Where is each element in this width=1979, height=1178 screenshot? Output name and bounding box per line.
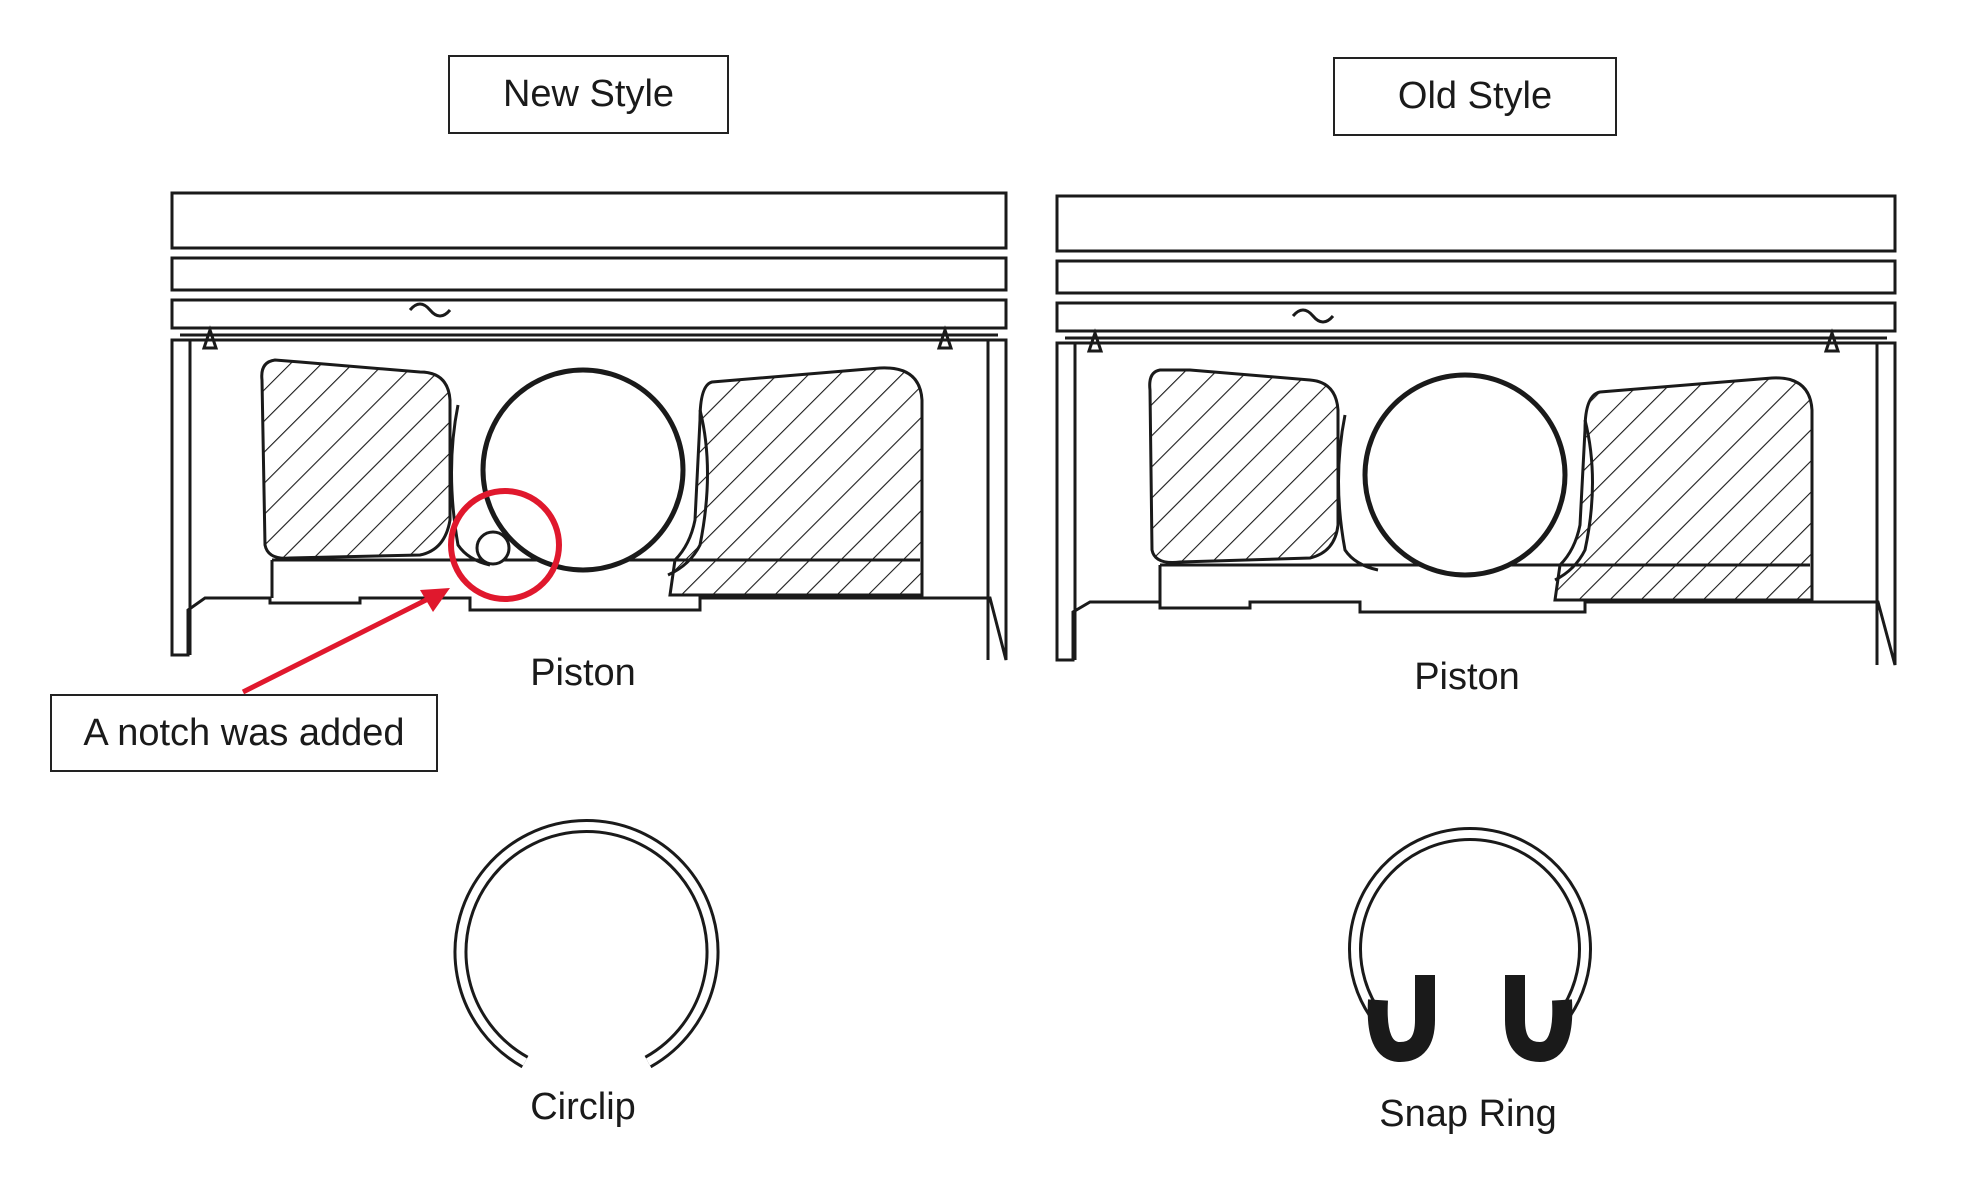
notch-note-text: A notch was added [83,711,405,754]
snap-ring-drawing [1348,827,1592,1063]
notch-highlight [241,488,562,695]
old-style-piston [1055,194,1897,666]
piston-new-caption: Piston [530,652,636,694]
piston-old-caption: Piston [1414,656,1520,698]
circlip-caption: Circlip [530,1086,636,1128]
old-style-text: Old Style [1397,75,1553,117]
old-style-label: Old Style [1333,57,1617,136]
new-style-label: New Style [448,55,729,134]
circlip-drawing [453,819,720,1069]
notch-note-label: A notch was added [50,694,438,772]
new-style-piston [170,191,1008,661]
new-style-text: New Style [502,73,675,115]
snap-ring-caption: Snap Ring [1379,1093,1557,1135]
